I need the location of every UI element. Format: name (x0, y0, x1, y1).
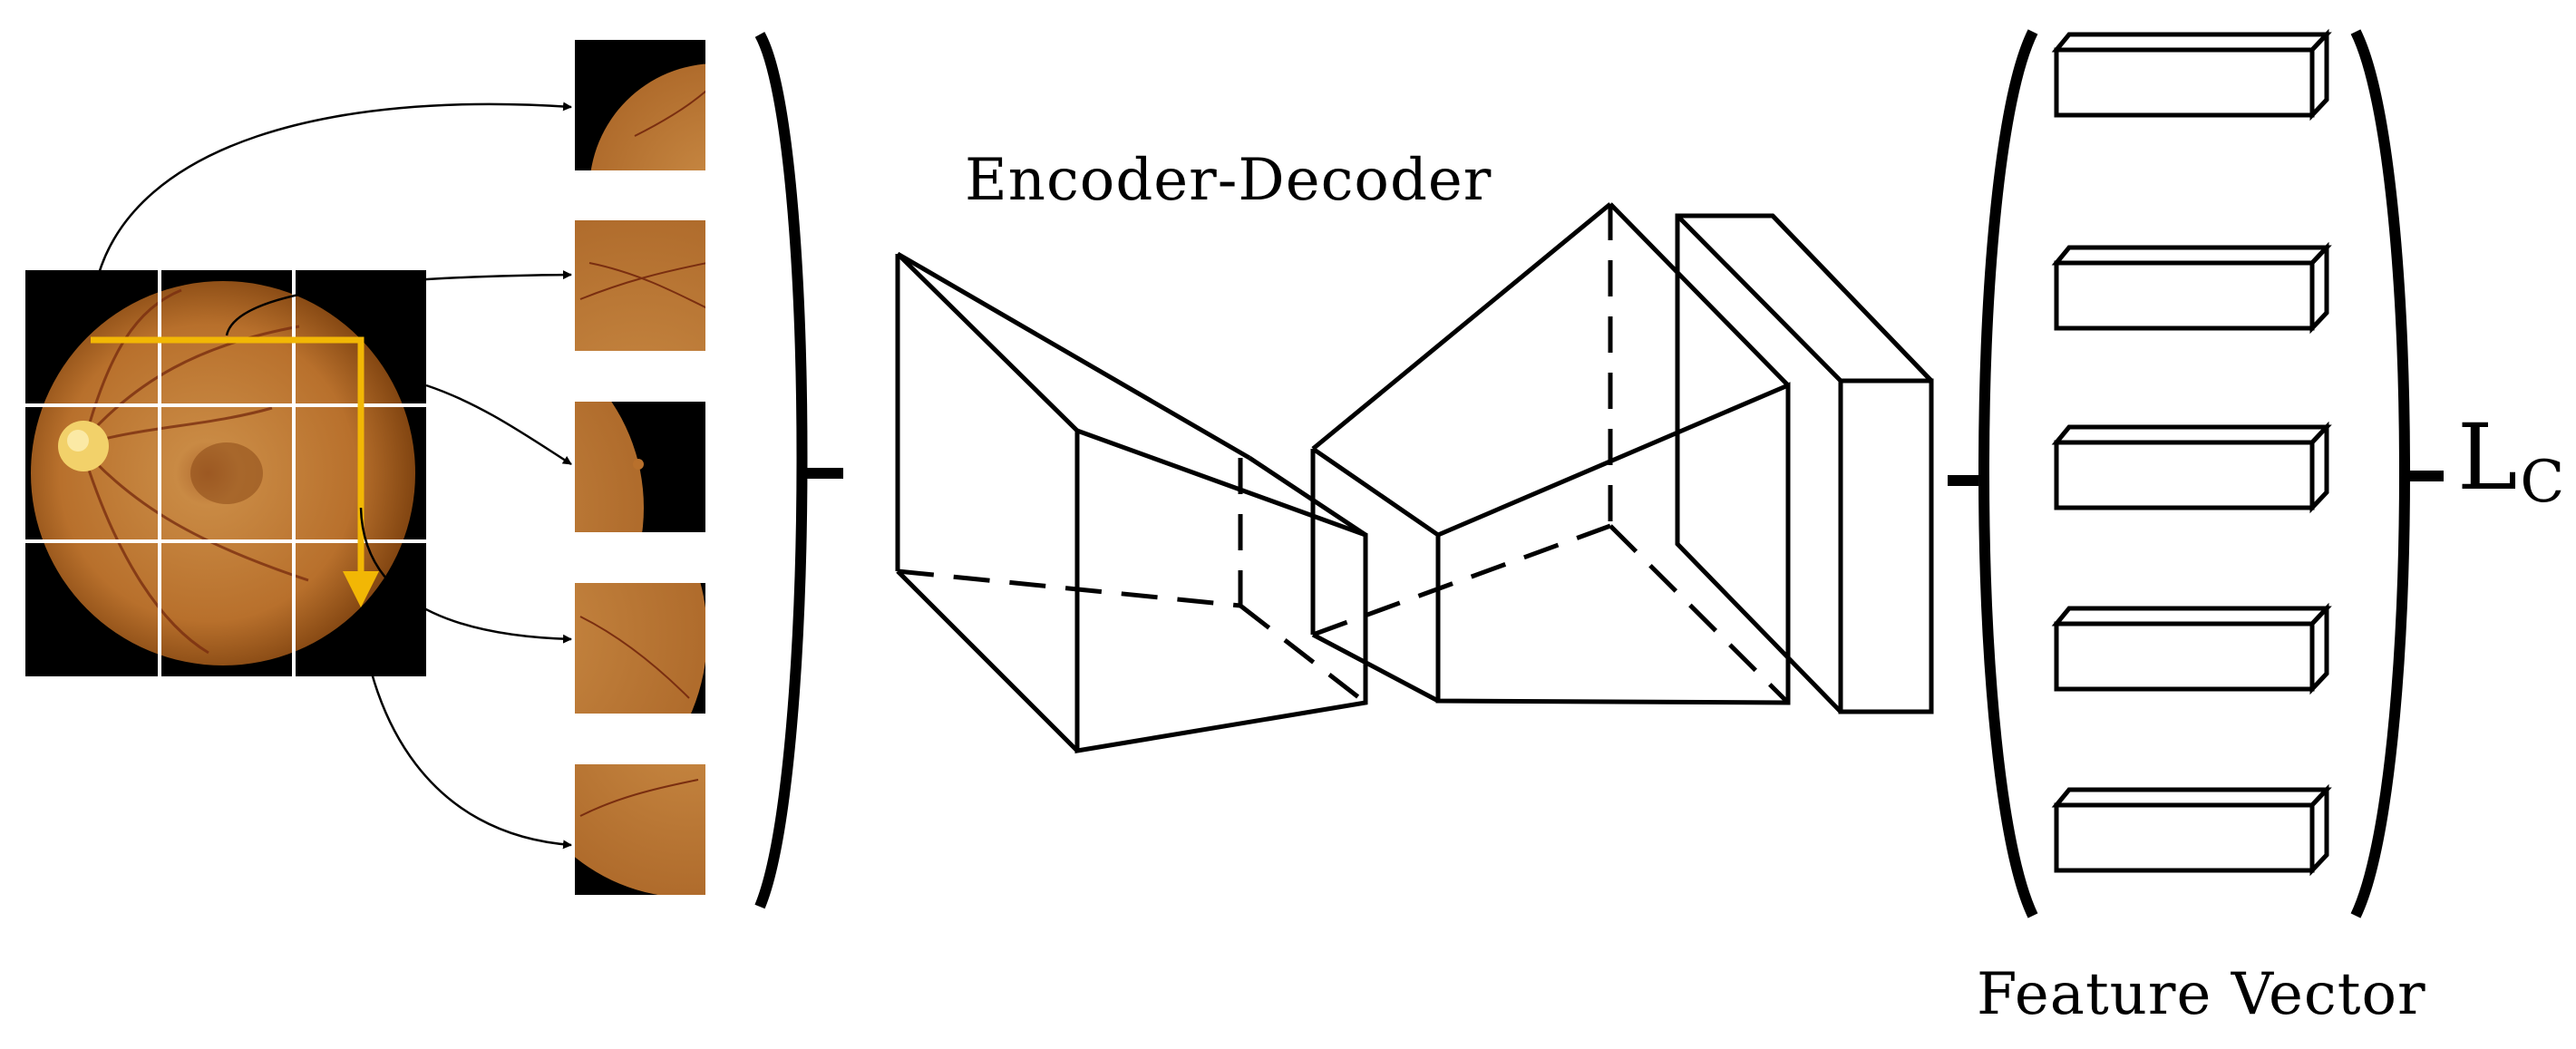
patch-arrow-1 (96, 102, 572, 277)
patch-list (575, 40, 705, 895)
fundus-image (25, 270, 426, 676)
loss-symbol: L (2457, 404, 2519, 510)
scan-order-arrow (91, 336, 379, 607)
feature-vector-4 (2051, 602, 2332, 695)
macula (190, 442, 263, 504)
feature-vector-3 (2051, 421, 2332, 514)
patch-arrow-4 (359, 507, 572, 644)
feature-vectors (2051, 28, 2332, 877)
encoder-decoder-label: Encoder-Decoder (965, 147, 1492, 214)
feature-bracket-right (2350, 29, 2410, 918)
patch-4 (575, 583, 705, 714)
patch-2 (575, 220, 705, 351)
loss-subscript: C (2520, 449, 2566, 516)
patch-5 (575, 764, 705, 895)
patch-3 (575, 402, 705, 532)
feature-vector-2 (2051, 241, 2332, 335)
feature-vector-5 (2051, 783, 2332, 877)
patch-arrows (96, 102, 572, 850)
patch-1 (575, 40, 705, 170)
decoder-block (1310, 202, 1791, 705)
patch-bracket-right (754, 32, 808, 909)
feature-vector-1 (2051, 28, 2332, 121)
loss-label: LC (2457, 413, 2565, 512)
feature-vector-label: Feature Vector (1977, 961, 2426, 1028)
encoder-decoder (895, 202, 1934, 753)
feature-bracket-left (1978, 29, 2038, 918)
encoder-block (895, 251, 1368, 753)
patch-arrow-3 (425, 384, 572, 466)
patch-arrow-5 (359, 616, 572, 850)
output-slab (1675, 213, 1934, 714)
patch-arrow-2 (225, 270, 572, 336)
